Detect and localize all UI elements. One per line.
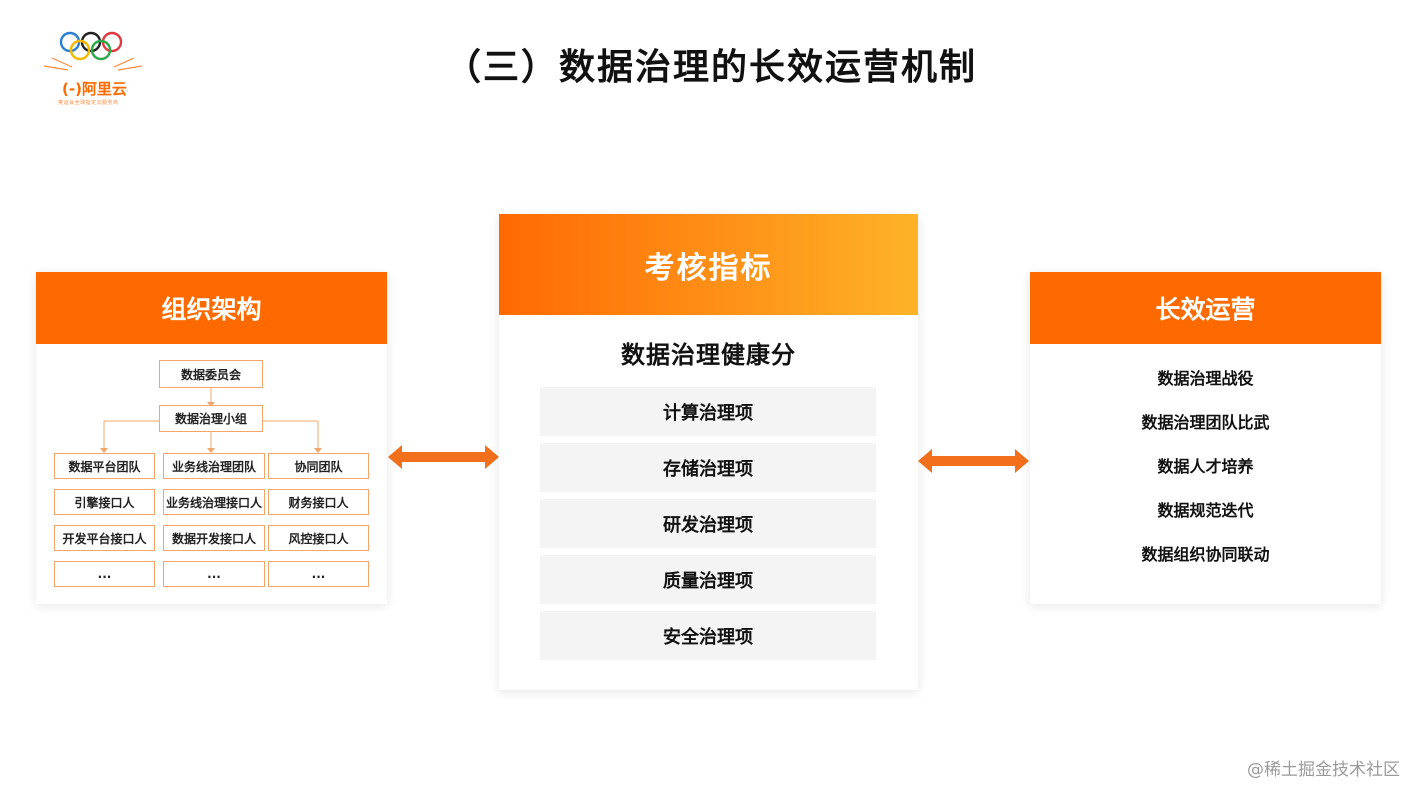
org-structure-panel: 组织架构 数据委员会 数据治理小组 数据平台团队 引擎接口人 开发平台接口人 .… bbox=[36, 272, 387, 604]
health-score-title: 数据治理健康分 bbox=[621, 341, 796, 369]
org-box: 数据开发接口人 bbox=[163, 525, 265, 551]
metric-item: 质量治理项 bbox=[540, 555, 876, 604]
ops-item: 数据组织协同联动 bbox=[1141, 545, 1270, 564]
long-term-ops-panel: 长效运营 数据治理战役 数据治理团队比武 数据人才培养 数据规范迭代 数据组织协… bbox=[1030, 272, 1381, 604]
org-box: 风控接口人 bbox=[268, 525, 369, 551]
assessment-header: 考核指标 bbox=[499, 214, 918, 315]
org-box: 业务线治理团队 bbox=[163, 453, 265, 479]
org-box: 开发平台接口人 bbox=[54, 525, 155, 551]
org-box: ... bbox=[54, 561, 155, 587]
olympic-rings-icon bbox=[43, 31, 143, 71]
org-box: 协同团队 bbox=[268, 453, 369, 479]
logo-text: (-)阿里云 bbox=[62, 80, 127, 98]
org-box: 数据平台团队 bbox=[54, 453, 155, 479]
double-arrow-icon bbox=[388, 445, 499, 469]
ops-item: 数据人才培养 bbox=[1157, 457, 1254, 476]
watermark: @稀土掘金技术社区 bbox=[1247, 760, 1400, 780]
ops-item: 数据治理团队比武 bbox=[1141, 413, 1270, 432]
org-box: 财务接口人 bbox=[268, 489, 369, 515]
ops-item: 数据治理战役 bbox=[1157, 369, 1254, 388]
logo-subtitle: 奥运会全球指定云服务商 bbox=[58, 100, 119, 106]
metric-list: 计算治理项 存储治理项 研发治理项 质量治理项 安全治理项 bbox=[540, 387, 876, 667]
ops-item: 数据规范迭代 bbox=[1157, 501, 1254, 520]
org-structure-header: 组织架构 bbox=[36, 272, 387, 344]
metric-item: 计算治理项 bbox=[540, 387, 876, 436]
org-root-box: 数据委员会 bbox=[159, 360, 263, 388]
aliyun-logo: (-)阿里云 奥运会全球指定云服务商 bbox=[38, 26, 148, 112]
org-box: ... bbox=[163, 561, 265, 587]
page-title: （三）数据治理的长效运营机制 bbox=[444, 47, 977, 88]
org-box: ... bbox=[268, 561, 369, 587]
metric-item: 存储治理项 bbox=[540, 443, 876, 492]
org-chart: 数据委员会 数据治理小组 数据平台团队 引擎接口人 开发平台接口人 ... 业务… bbox=[36, 344, 387, 604]
ops-list: 数据治理战役 数据治理团队比武 数据人才培养 数据规范迭代 数据组织协同联动 bbox=[1030, 344, 1381, 588]
assessment-panel: 考核指标 数据治理健康分 计算治理项 存储治理项 研发治理项 质量治理项 安全治… bbox=[499, 214, 918, 690]
org-box: 引擎接口人 bbox=[54, 489, 155, 515]
long-term-ops-header: 长效运营 bbox=[1030, 272, 1381, 344]
metric-item: 研发治理项 bbox=[540, 499, 876, 548]
org-level2-box: 数据治理小组 bbox=[159, 405, 263, 432]
metric-item: 安全治理项 bbox=[540, 611, 876, 660]
org-connector-lines bbox=[100, 388, 322, 453]
double-arrow-icon bbox=[918, 449, 1029, 473]
org-box: 业务线治理接口人 bbox=[163, 489, 265, 515]
